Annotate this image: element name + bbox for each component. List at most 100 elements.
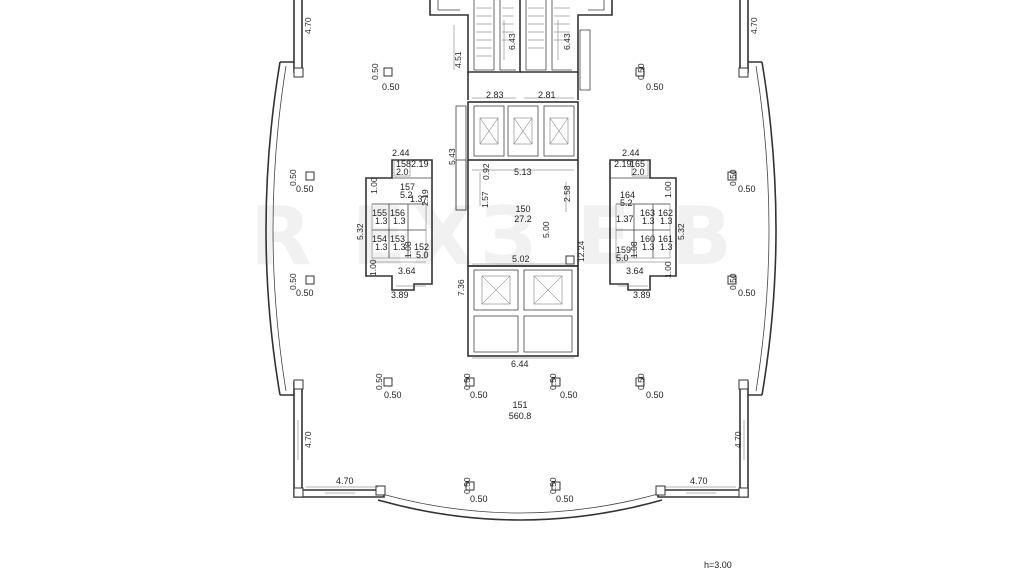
dim-1224: 12.24: [576, 240, 586, 262]
col-dim-6b: 0.50: [738, 288, 756, 298]
room-158-area: 2.0: [396, 167, 409, 177]
dim-364-right: 3.64: [626, 266, 644, 276]
col-dim-9b: 0.50: [560, 390, 578, 400]
room-153-area: 1.3: [393, 242, 406, 252]
col-dim-1b: 0.50: [382, 82, 400, 92]
dim-543: 5.43: [447, 148, 457, 165]
dim-532-right: 5.32: [676, 223, 686, 240]
dim-219-left-top: 2.19: [411, 159, 429, 169]
room-162-area: 1.3: [660, 216, 673, 226]
dimension-lines: [306, 20, 736, 488]
col-dim-9a: 0.50: [548, 373, 558, 390]
dim-470-right-bottom: 4.70: [690, 476, 708, 486]
dim-643-left: 6.43: [507, 33, 517, 50]
dim-500: 5.00: [541, 221, 551, 238]
dim-470-left-side: 4.70: [303, 431, 313, 448]
dim-643-right: 6.43: [562, 33, 572, 50]
col-dim-2a: 0.50: [636, 63, 646, 80]
room-156-id: 156: [390, 208, 405, 218]
dim-100-right-top: 1.00: [663, 181, 673, 198]
dim-100-left-top: 1.00: [369, 177, 379, 194]
dim-644: 6.44: [511, 359, 529, 369]
dim-389-right: 3.89: [633, 290, 651, 300]
room-153-id: 153: [390, 234, 405, 244]
dim-470-left-top: 4.70: [303, 17, 313, 34]
room-165-id: 165: [630, 159, 645, 169]
dim-157: 1.57: [480, 191, 490, 208]
dim-108-right: 1.08: [629, 241, 639, 258]
col-dim-6a: 0.50: [728, 273, 738, 290]
dim-219-left-vert: 2.19: [420, 189, 430, 206]
col-dim-3b: 0.50: [296, 184, 314, 194]
labels: 150 27.2 151 560.8 158 2.0 157 5.2 155 1…: [288, 17, 759, 569]
dim-219-right-top: 2.19: [614, 159, 632, 169]
room-150-id: 150: [515, 204, 530, 214]
dim-108-left: 1.08: [403, 241, 413, 258]
dim-258: 2.58: [562, 185, 572, 202]
dim-532-left: 5.32: [355, 223, 365, 240]
col-dim-4a: 0.50: [728, 169, 738, 186]
outer-walls: [265, 0, 777, 521]
dim-364-left: 3.64: [398, 266, 416, 276]
dim-470-right-side: 4.70: [733, 431, 743, 448]
col-dim-5a: 0.50: [288, 273, 298, 290]
room-150-area: 27.2: [514, 214, 532, 224]
room-159-id: 159: [616, 245, 631, 255]
dim-470-right-top: 4.70: [749, 17, 759, 34]
room-156-area: 1.3: [393, 216, 406, 226]
col-dim-11b: 0.50: [470, 494, 488, 504]
room-152-id: 152: [414, 242, 429, 252]
room-164-area: 5.2: [620, 198, 633, 208]
room-151-id: 151: [512, 400, 527, 410]
dim-244-left: 2.44: [392, 148, 410, 158]
room-165-area: 2.0: [632, 167, 645, 177]
col-dim-8b: 0.50: [470, 390, 488, 400]
columns: [305, 67, 737, 491]
col-dim-1a: 0.50: [370, 63, 380, 80]
dim-283: 2.83: [486, 90, 504, 100]
room-160-id: 160: [640, 234, 655, 244]
room-159-area: 5.0: [616, 253, 629, 263]
room-155-area: 1.3: [375, 216, 388, 226]
dim-100-right-bottom: 1.00: [663, 261, 673, 278]
room-160-area: 1.3: [642, 242, 655, 252]
col-dim-2b: 0.50: [646, 82, 664, 92]
room-152-area: 5.0: [416, 250, 429, 260]
room-154-area: 1.3: [375, 242, 388, 252]
col-dim-11a: 0.50: [462, 477, 472, 494]
room-151-area: 560.8: [509, 411, 532, 421]
room-158-id: 158: [396, 159, 411, 169]
dim-502: 5.02: [512, 254, 530, 264]
col-dim-7b: 0.50: [384, 390, 402, 400]
left-wc-block: [365, 159, 433, 291]
dim-389-left: 3.89: [391, 290, 409, 300]
room-154-id: 154: [372, 234, 387, 244]
col-dim-12b: 0.50: [556, 494, 574, 504]
col-dim-7a: 0.50: [374, 373, 384, 390]
col-dim-3a: 0.50: [288, 169, 298, 186]
footer-note: h=3.00: [704, 560, 732, 569]
dim-451: 4.51: [453, 51, 463, 68]
dim-244-right: 2.44: [622, 148, 640, 158]
room-157-area: 5.2: [400, 190, 413, 200]
col-dim-5b: 0.50: [296, 288, 314, 298]
col-dim-4b: 0.50: [738, 184, 756, 194]
col-dim-10b: 0.50: [646, 390, 664, 400]
room-157-id: 157: [400, 182, 415, 192]
right-wc-block: [609, 159, 677, 291]
room-161-area: 1.3: [660, 242, 673, 252]
col-dim-10a: 0.50: [636, 373, 646, 390]
dim-137-right: 1.37: [616, 214, 634, 224]
room-161-id: 161: [658, 234, 673, 244]
dim-092: 0.92: [481, 163, 491, 180]
col-dim-8a: 0.50: [462, 373, 472, 390]
room-163-id: 163: [640, 208, 655, 218]
dim-100-left-bottom: 1.00: [368, 259, 378, 276]
central-core: [429, 0, 613, 357]
dim-281: 2.81: [538, 90, 556, 100]
room-164-id: 164: [620, 190, 635, 200]
dim-736: 7.36: [456, 279, 466, 296]
room-163-area: 1.3: [642, 216, 655, 226]
dim-470-left-bottom: 4.70: [336, 476, 354, 486]
